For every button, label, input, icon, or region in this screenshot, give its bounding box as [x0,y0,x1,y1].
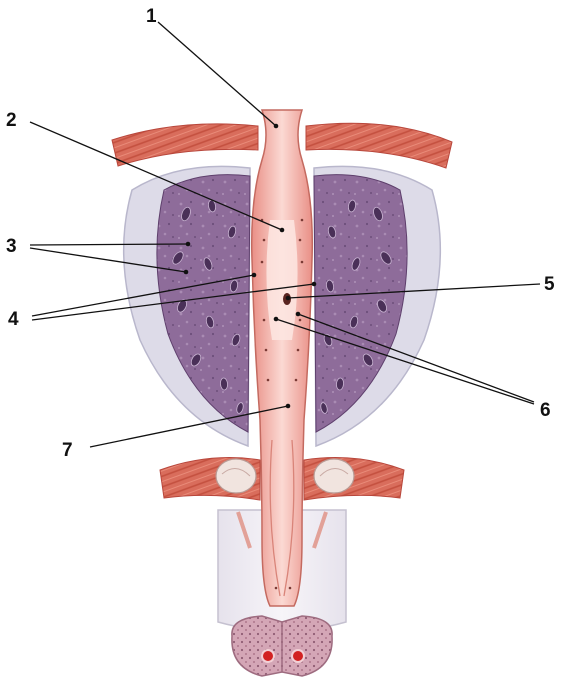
callout-1: 1 [146,6,157,27]
corpora-cross-section [232,616,332,676]
callout-3: 3 [6,236,17,257]
callout-6: 6 [540,400,551,421]
callout-5: 5 [544,274,555,295]
callout-2: 2 [6,110,17,131]
callout-7: 7 [62,440,73,461]
callout-4: 4 [8,309,19,330]
